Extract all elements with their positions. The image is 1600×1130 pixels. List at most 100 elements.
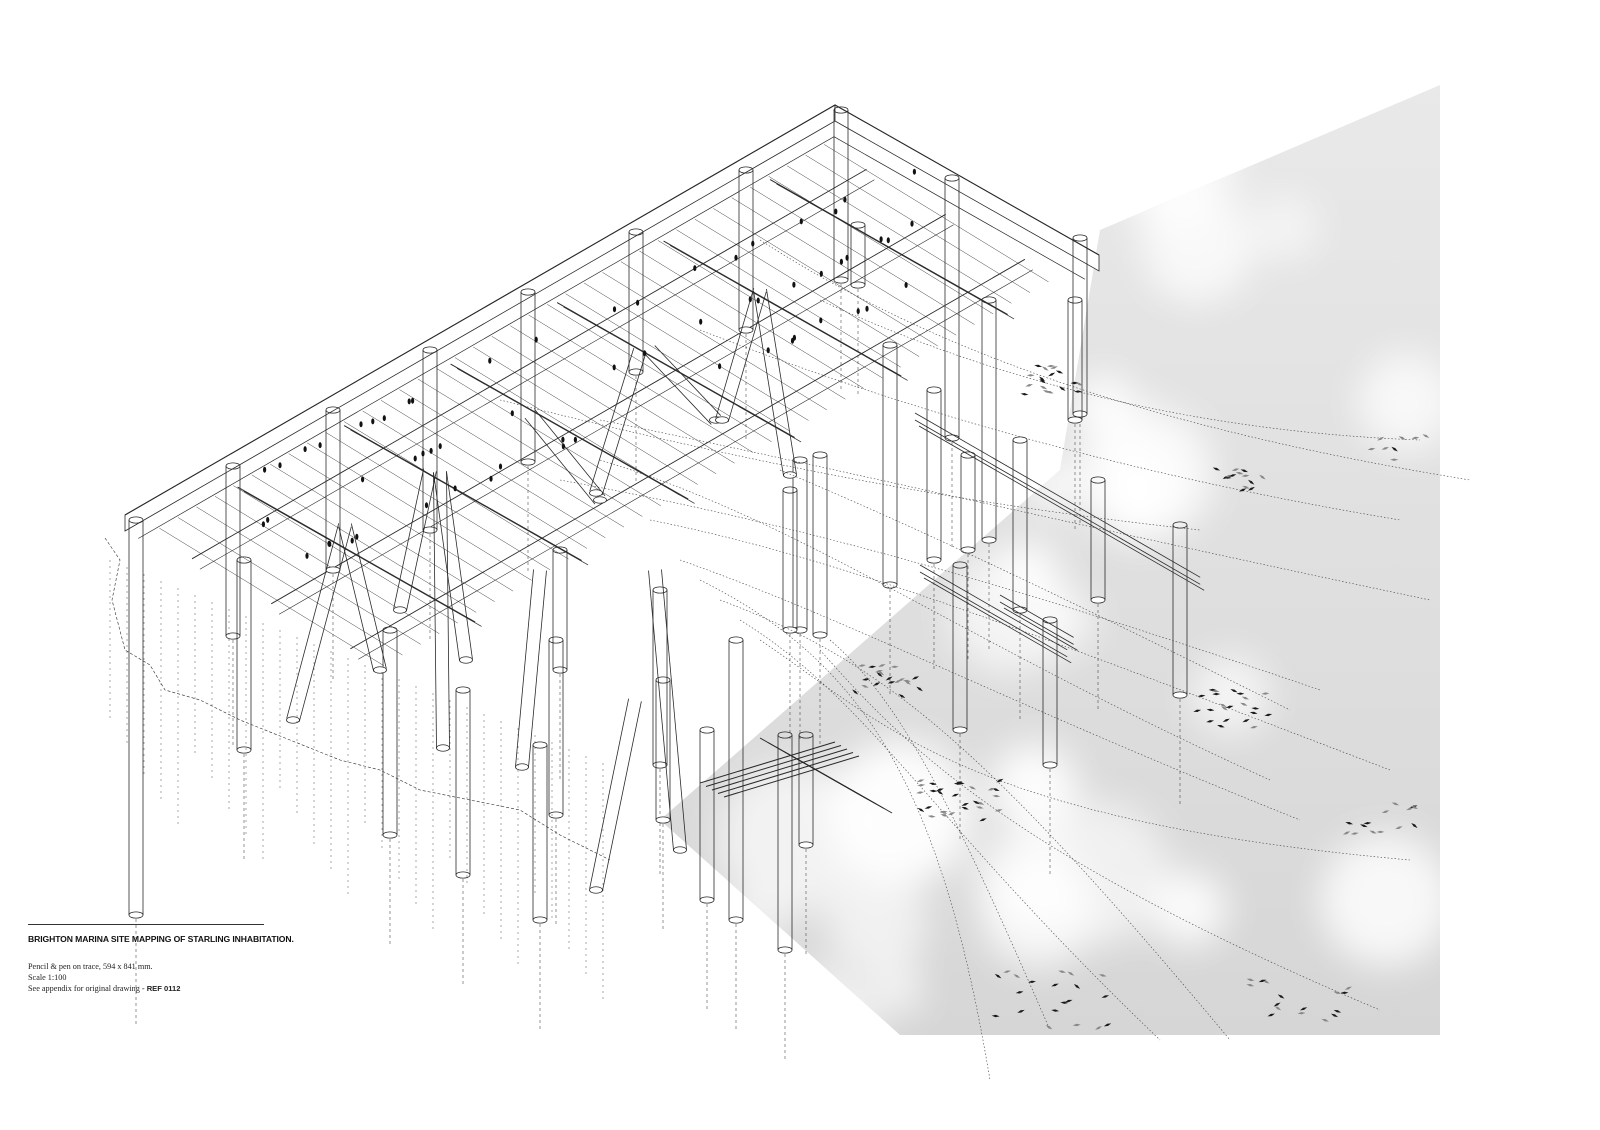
pier-column — [699, 726, 715, 1010]
pier-column — [652, 586, 668, 875]
deck-joist — [454, 357, 680, 496]
starling — [1239, 488, 1247, 492]
perched-starling — [438, 443, 442, 450]
flight-path — [499, 399, 1201, 531]
cloud — [711, 435, 867, 591]
longitudinal-beam — [199, 179, 875, 570]
deck-edge — [834, 104, 1100, 256]
grid-platform — [699, 737, 893, 814]
perched-starling — [382, 415, 386, 422]
cross-girder — [456, 368, 695, 504]
starling — [951, 793, 960, 797]
starling — [987, 787, 996, 791]
starling — [1258, 979, 1267, 983]
starling — [885, 676, 893, 681]
perched-starling — [278, 462, 282, 469]
starling — [1277, 994, 1285, 999]
starling — [887, 681, 896, 684]
perched-starling — [261, 521, 265, 528]
starling — [1017, 1009, 1025, 1013]
pier-brace — [515, 569, 547, 771]
perched-starling — [411, 397, 415, 404]
starling — [1333, 1009, 1342, 1013]
starling — [1236, 692, 1245, 695]
starling — [1045, 1025, 1053, 1030]
starling — [1246, 984, 1255, 987]
seabed-contour — [104, 537, 611, 861]
pier-brace — [524, 409, 607, 505]
perched-starling — [792, 281, 796, 288]
perched-starling — [305, 552, 309, 559]
perched-starling — [756, 297, 760, 304]
starling — [1251, 707, 1260, 710]
perched-starling — [453, 485, 457, 492]
cloud — [1067, 85, 1154, 166]
starling — [948, 812, 956, 816]
deck-joist — [417, 378, 643, 517]
cross-girder — [556, 302, 795, 439]
starling — [1075, 382, 1083, 386]
starling — [898, 694, 906, 699]
pier-column — [325, 406, 341, 680]
perched-starling — [612, 364, 616, 371]
starling — [1211, 690, 1220, 693]
starling — [1350, 832, 1359, 835]
deck-joist — [823, 144, 1049, 283]
cloud — [1114, 133, 1209, 228]
starling — [1060, 1001, 1069, 1004]
cross-girder — [343, 425, 582, 562]
deck-joist — [805, 154, 1031, 293]
pier-brace — [393, 468, 437, 614]
perched-starling — [498, 463, 503, 470]
pier-brace — [433, 471, 473, 664]
starling — [878, 664, 886, 667]
starling — [890, 665, 899, 668]
deck-joist — [768, 176, 994, 315]
pier-brace — [338, 523, 387, 674]
deck-joist — [657, 240, 883, 379]
cloud — [1190, 654, 1271, 735]
pier-column — [1172, 521, 1188, 805]
starling — [1206, 720, 1215, 723]
starling — [1247, 486, 1255, 491]
cloud — [1025, 108, 1106, 189]
starling — [961, 806, 969, 810]
starling — [1321, 1018, 1329, 1022]
starling — [861, 685, 869, 688]
starling — [1212, 467, 1221, 471]
cross-girder — [663, 240, 902, 377]
perched-starling — [489, 475, 493, 482]
starling — [1042, 390, 1051, 393]
cross-girder — [669, 245, 908, 381]
starling — [1034, 364, 1043, 368]
starling — [979, 818, 987, 822]
pier-structure-icon — [104, 104, 1205, 1060]
starling — [1363, 822, 1372, 825]
gantry-beam — [999, 594, 1078, 651]
starling — [858, 664, 866, 667]
perched-starling — [819, 317, 823, 324]
starling — [1098, 974, 1107, 977]
starling — [1020, 393, 1029, 396]
pier-column — [798, 731, 814, 955]
starling — [1073, 983, 1081, 989]
starling — [1248, 479, 1255, 485]
pier-brace — [286, 523, 352, 724]
deck-joist — [713, 208, 938, 347]
starling — [1026, 374, 1035, 377]
starling — [1221, 706, 1228, 711]
deck-joist — [547, 304, 772, 442]
perched-starling — [424, 502, 429, 509]
starling — [1212, 692, 1221, 696]
pier-brace — [753, 288, 797, 479]
perched-starling — [421, 450, 425, 457]
perched-starling — [355, 533, 359, 540]
perched-starling — [699, 318, 703, 325]
starling — [1264, 713, 1273, 717]
perched-starling — [263, 466, 267, 473]
starling — [917, 807, 925, 812]
starling — [939, 810, 948, 814]
cloud — [796, 403, 922, 529]
starling — [1197, 694, 1206, 698]
